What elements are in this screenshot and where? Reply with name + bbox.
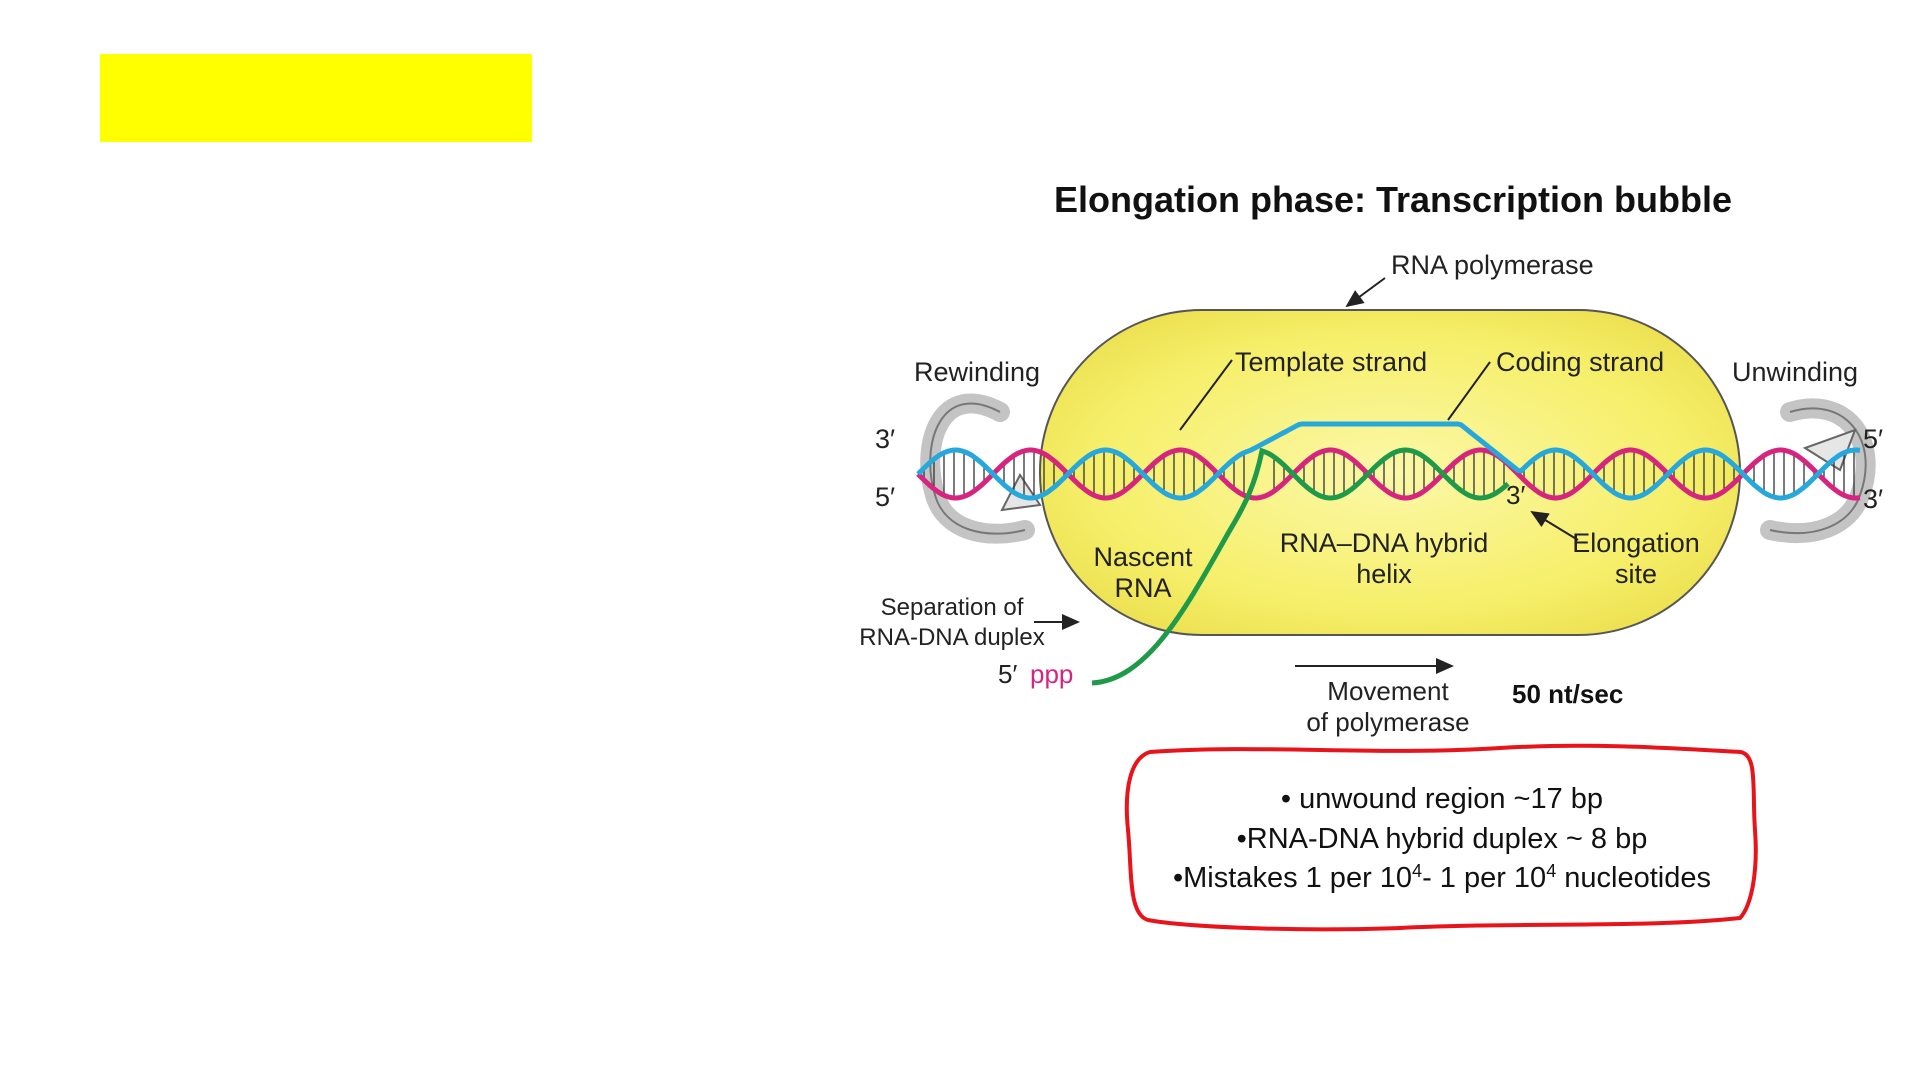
yellow-highlight-box [100, 54, 532, 142]
rate-label: 50 nt/sec [1512, 679, 1623, 709]
nascent-rna-line [1091, 447, 1510, 686]
template-strand-label: Template strand [1235, 347, 1427, 377]
note-unwound-region: • unwound region ~17 bp [1281, 783, 1603, 815]
rna-polymerase-label: RNA polymerase [1391, 250, 1594, 280]
hybrid-helix-label-line2: helix [1356, 559, 1412, 589]
right-5prime-label: 5′ [1863, 424, 1883, 454]
five-prime-ppp-label: ppp [1030, 659, 1073, 689]
coding-strand-label: Coding strand [1496, 347, 1664, 377]
unwinding-label: Unwinding [1732, 357, 1858, 387]
note-mistakes: •Mistakes 1 per 104- 1 per 104 nucleotid… [1173, 861, 1711, 894]
diagram-title: Elongation phase: Transcription bubble [1054, 179, 1732, 220]
movement-label-line2: of polymerase [1306, 707, 1469, 737]
rewinding-label: Rewinding [914, 357, 1040, 387]
nascent-rna-label-line2: RNA [1114, 573, 1171, 603]
elongation-site-label-line2: site [1615, 559, 1657, 589]
five-prime-ppp-prefix: 5′ [998, 659, 1017, 689]
elongation-site-label-line1: Elongation [1572, 528, 1700, 558]
hybrid-helix-label-line1: RNA–DNA hybrid [1280, 528, 1489, 558]
left-5prime-label: 5′ [875, 482, 895, 512]
left-3prime-label: 3′ [875, 424, 895, 454]
coding-strand-pointer [1447, 361, 1491, 421]
coding-strand-line [916, 421, 1861, 501]
note-hybrid-duplex: •RNA-DNA hybrid duplex ~ 8 bp [1237, 823, 1648, 855]
separation-label-line1: Separation of [881, 594, 1024, 621]
notes-box-border [1124, 743, 1758, 932]
template-strand-line [916, 447, 1861, 501]
nascent-rna-label-line1: Nascent [1093, 542, 1193, 572]
elongation-site-pointer [1530, 510, 1579, 541]
inner-3prime-label: 3′ [1506, 480, 1525, 510]
template-strand-pointer [1179, 359, 1233, 431]
separation-label-line2: RNA-DNA duplex [859, 624, 1044, 651]
right-3prime-label: 3′ [1863, 484, 1883, 514]
rna-polymerase-pointer [1345, 277, 1386, 308]
base-pair-rungs [923, 450, 1855, 498]
movement-label-line1: Movement [1327, 676, 1449, 706]
